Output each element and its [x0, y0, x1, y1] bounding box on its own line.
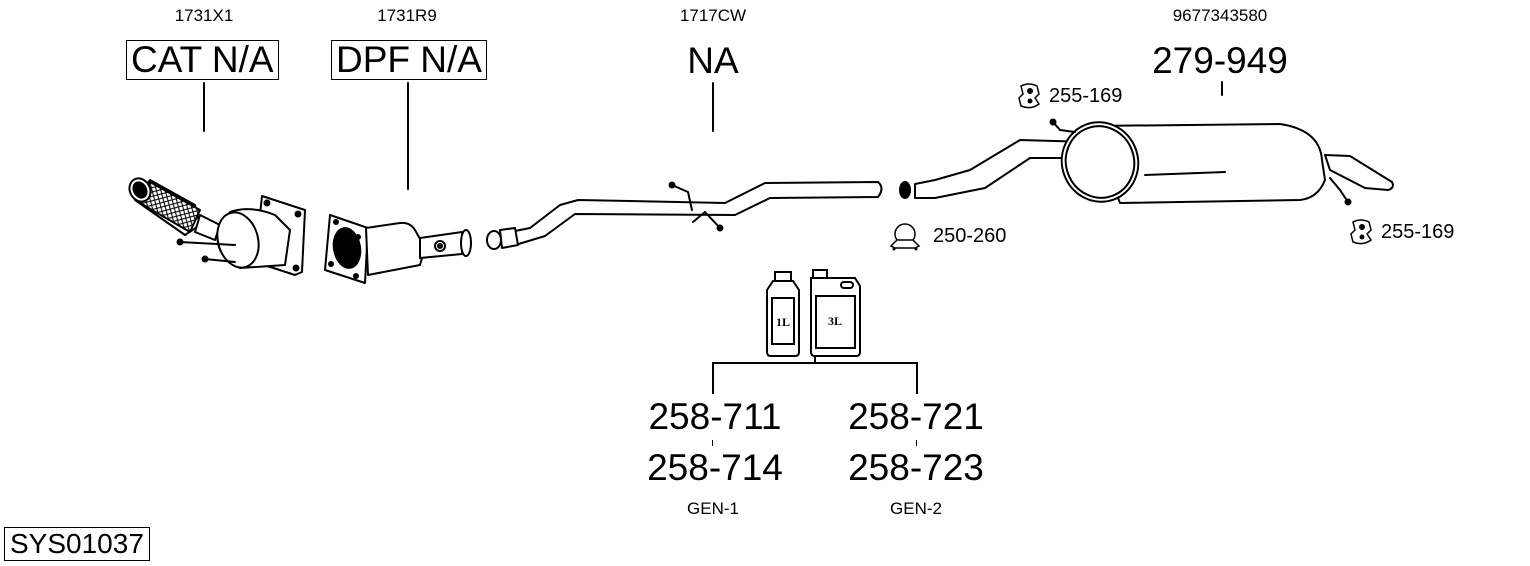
particulate-filter-icon [324, 214, 501, 284]
fluid-code[interactable]: 258-711 [648, 396, 782, 437]
fitting-label: 250-260 [933, 224, 1007, 247]
fluid-code[interactable]: 258-723 [848, 447, 984, 488]
oe-ref-middle-pipe: 1717CW [679, 6, 747, 25]
fitting-label: 255-169 [1381, 220, 1455, 243]
bracket-divider [712, 362, 918, 364]
fitting-label: 255-169 [1049, 84, 1123, 107]
fitting-hanger-rear[interactable]: 255-169 [1349, 218, 1454, 246]
bottle-icon: 1L [766, 271, 800, 357]
part-label-dpf[interactable]: DPF N/A [331, 40, 487, 80]
oe-ref-rear-silencer: 9677343580 [1172, 6, 1268, 25]
divider [916, 440, 917, 446]
fluid-code[interactable]: 258-714 [647, 447, 783, 488]
bracket-divider [916, 362, 918, 394]
fluid-containers: 1L 3L [766, 269, 861, 357]
rubber-hanger-icon [1018, 83, 1041, 109]
canister-icon: 3L [810, 269, 861, 357]
rubber-hanger-icon [1350, 219, 1373, 245]
oe-ref-dpf: 1731R9 [377, 6, 437, 25]
system-id: SYS01037 [4, 527, 150, 561]
part-label-middle-pipe[interactable]: NA [687, 40, 739, 81]
rear-silencer-icon [899, 118, 1394, 206]
group-name: GEN-2 [890, 499, 942, 518]
fitting-clamp[interactable]: 250-260 [889, 220, 1006, 252]
fluid-code[interactable]: 258-721 [848, 396, 984, 437]
bracket-divider [712, 362, 714, 394]
svg-text:3L: 3L [828, 314, 842, 328]
middle-pipe-icon [486, 181, 883, 250]
catalytic-converter-icon [128, 177, 306, 276]
bracket-divider [814, 356, 816, 362]
divider [712, 440, 713, 446]
svg-text:1L: 1L [776, 315, 790, 329]
part-label-cat[interactable]: CAT N/A [126, 40, 279, 80]
fitting-hanger-front[interactable]: 255-169 [1017, 82, 1122, 110]
pipe-clamp-icon [889, 223, 921, 251]
group-name: GEN-1 [687, 499, 739, 518]
part-label-rear-silencer[interactable]: 279-949 [1152, 40, 1288, 81]
oe-ref-cat: 1731X1 [174, 6, 234, 25]
